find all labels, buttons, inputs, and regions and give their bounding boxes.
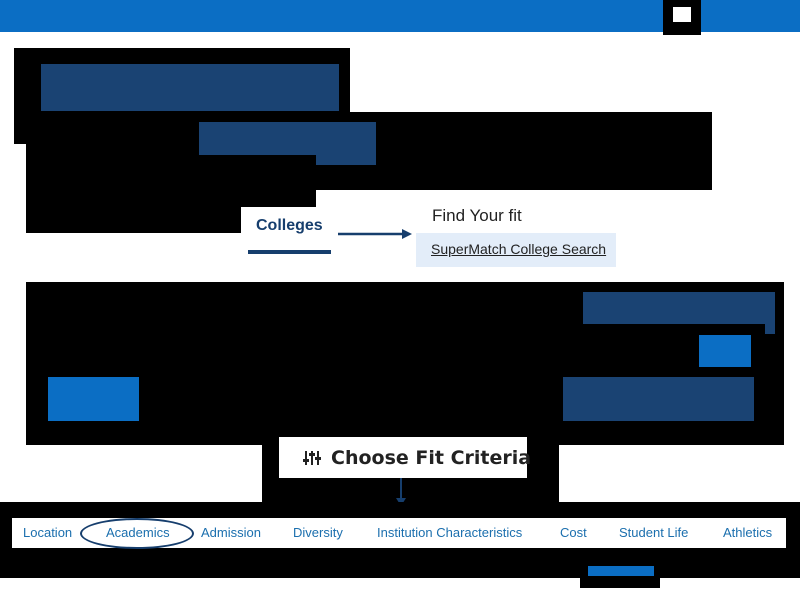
fit-tab-academics[interactable]: Academics	[106, 525, 170, 540]
top-menu-button[interactable]	[663, 0, 701, 35]
supermatch-menu-item[interactable]: SuperMatch College Search	[416, 233, 616, 267]
fit-tab-diversity[interactable]: Diversity	[293, 525, 343, 540]
fit-tab-student-life[interactable]: Student Life	[619, 525, 689, 540]
find-your-fit-title: Find Your fit	[432, 206, 522, 225]
sliders-icon	[303, 451, 321, 465]
fit-tab-admission[interactable]: Admission	[201, 525, 261, 540]
fit-criteria-bar: Location Academics Admission Diversity I…	[0, 502, 800, 580]
fit-tab-institution-characteristics[interactable]: Institution Characteristics	[377, 525, 523, 540]
redacted-block	[580, 576, 660, 588]
choose-fit-criteria-label: Choose Fit Criteria	[331, 447, 532, 469]
tab-colleges-label: Colleges	[256, 217, 323, 234]
redacted-navy-block	[765, 322, 775, 334]
tab-colleges[interactable]: Colleges	[241, 207, 337, 257]
redacted-blue-block	[699, 335, 751, 367]
redacted-navy-block	[583, 292, 775, 324]
selected-highlight-ring	[80, 518, 194, 549]
supermatch-link[interactable]: SuperMatch College Search	[431, 241, 607, 257]
redacted-navy-block	[41, 64, 339, 111]
fit-criteria-tabs: Location Academics Admission Diversity I…	[12, 518, 786, 549]
redacted-blue-button	[48, 377, 139, 421]
tab-active-underline	[248, 250, 331, 254]
redacted-navy-block	[199, 122, 376, 155]
arrow-right-icon	[338, 229, 412, 239]
fit-tab-location[interactable]: Location	[23, 525, 73, 540]
fit-tab-athletics[interactable]: Athletics	[723, 525, 773, 540]
redacted-navy-block	[563, 377, 754, 421]
fit-tab-cost[interactable]: Cost	[560, 525, 587, 540]
menu-icon	[673, 7, 691, 22]
choose-fit-criteria-button[interactable]: Choose Fit Criteria	[279, 437, 531, 478]
redacted-navy-block	[316, 153, 376, 165]
